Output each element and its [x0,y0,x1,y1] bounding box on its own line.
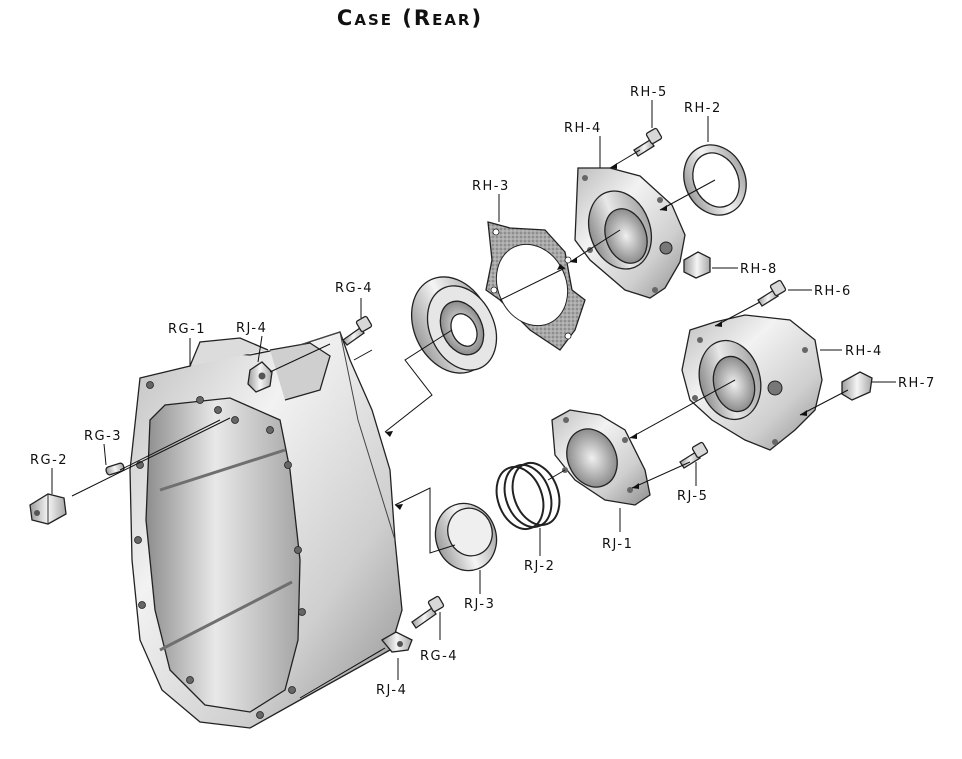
arrowheads [385,163,807,510]
rh-5-bolt [633,127,663,157]
rj-1-retainer-plate [551,409,651,506]
rg-2-drain-plug [29,493,67,525]
label-rg-3: RG-3 [84,429,122,444]
label-rh-4-top: RH-4 [564,121,602,136]
label-rh-3: RH-3 [472,179,510,194]
label-rj-2: RJ-2 [524,559,555,574]
rj-3-bushing [434,502,498,572]
label-rj-1: RJ-1 [602,537,633,552]
label-rg-4-top: RG-4 [335,281,373,296]
label-rh-7: RH-7 [898,376,936,391]
rh-4-retainer-top [574,167,686,299]
rj-4-clip-top [247,361,273,393]
label-rh-6: RH-6 [814,284,852,299]
rg-4-bolt-bottom [411,595,445,629]
label-rh-2: RH-2 [684,101,722,116]
label-rg-1: RG-1 [168,322,206,337]
label-rj-3: RJ-3 [464,597,495,612]
label-rg-4-bottom: RG-4 [420,649,458,664]
rh-3-gasket [485,221,586,351]
rh-6-bolt [757,279,787,307]
rg-4-bolt-top [342,315,373,346]
case-bolt-holes [134,376,306,719]
rear-case-body [129,331,403,729]
rh-7-fitting [841,371,873,401]
rear-bearing [410,276,498,374]
label-rj-4-top: RJ-4 [236,321,267,336]
label-rj-5: RJ-5 [677,489,708,504]
label-rh-5: RH-5 [630,85,668,100]
rh-4-retainer-right [681,314,823,451]
leader-lines [51,100,896,699]
label-rh-8: RH-8 [740,262,778,277]
rg-3-dowel-pin [105,462,125,476]
label-rh-4-right: RH-4 [845,344,883,359]
rj-2-spring [495,462,561,530]
label-rg-2: RG-2 [30,453,68,468]
rj-4-clip-bottom [381,631,413,653]
rh-8-plug [683,251,711,279]
diagram-title: Case (Rear) [336,6,484,30]
label-rj-4-bottom: RJ-4 [376,683,407,698]
